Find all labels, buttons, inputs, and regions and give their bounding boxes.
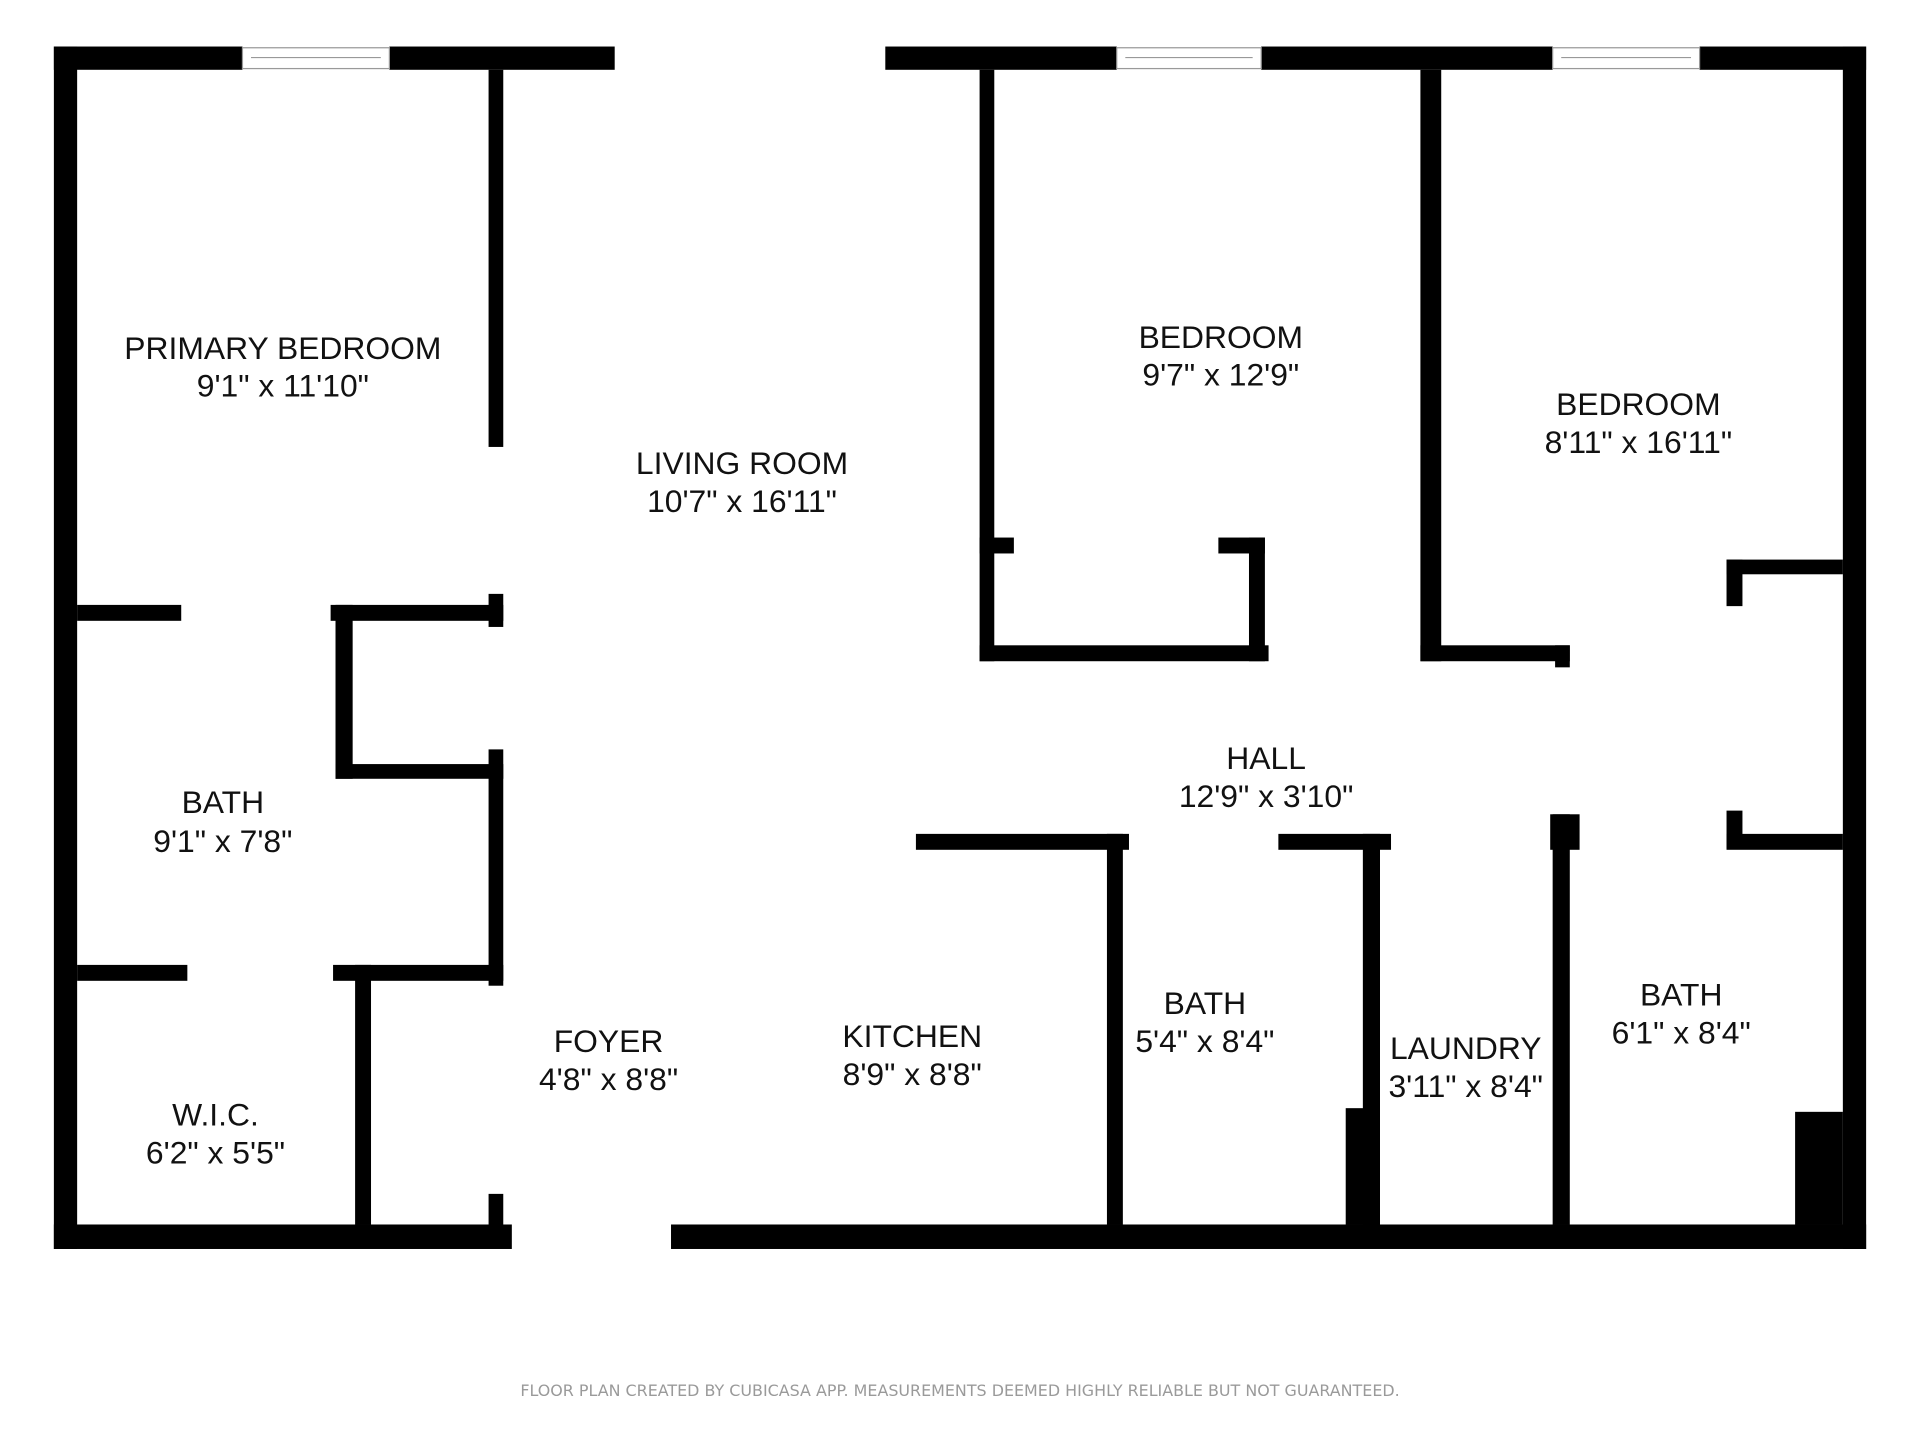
room-size: 6'2" x 5'5" [146,1134,285,1170]
room-size: 8'9" x 8'8" [843,1056,982,1092]
room-name: BATH [1164,985,1247,1021]
room-name: W.I.C. [172,1096,259,1132]
room-size: 8'11" x 16'11" [1545,424,1733,460]
room-size: 12'9" x 3'10" [1179,778,1354,814]
disclaimer-footer: FLOOR PLAN CREATED BY CUBICASA APP. MEAS… [520,1381,1399,1400]
room-name: HALL [1226,740,1306,776]
room-name: KITCHEN [842,1018,982,1054]
room-size: 10'7" x 16'11" [647,483,837,519]
room-size: 6'1" x 8'4" [1612,1014,1751,1050]
room-name: BATH [182,784,265,820]
room-size: 9'1" x 11'10" [197,368,369,404]
room-name: LIVING ROOM [636,445,848,481]
room-size: 4'8" x 8'8" [539,1061,678,1097]
walls [53,46,1867,1249]
room-size: 9'7" x 12'9" [1142,357,1299,393]
room-name: PRIMARY BEDROOM [124,330,441,366]
windows [241,47,1701,70]
room-name: LAUNDRY [1390,1030,1542,1066]
room-size: 3'11" x 8'4" [1388,1068,1543,1104]
room-name: FOYER [554,1023,664,1059]
room-name: BEDROOM [1139,319,1303,355]
room-size: 5'4" x 8'4" [1135,1023,1274,1059]
room-labels: PRIMARY BEDROOM 9'1" x 11'10" LIVING ROO… [124,319,1751,1171]
room-name: BEDROOM [1556,386,1720,422]
room-name: BATH [1640,976,1723,1012]
room-size: 9'1" x 7'8" [153,823,292,859]
